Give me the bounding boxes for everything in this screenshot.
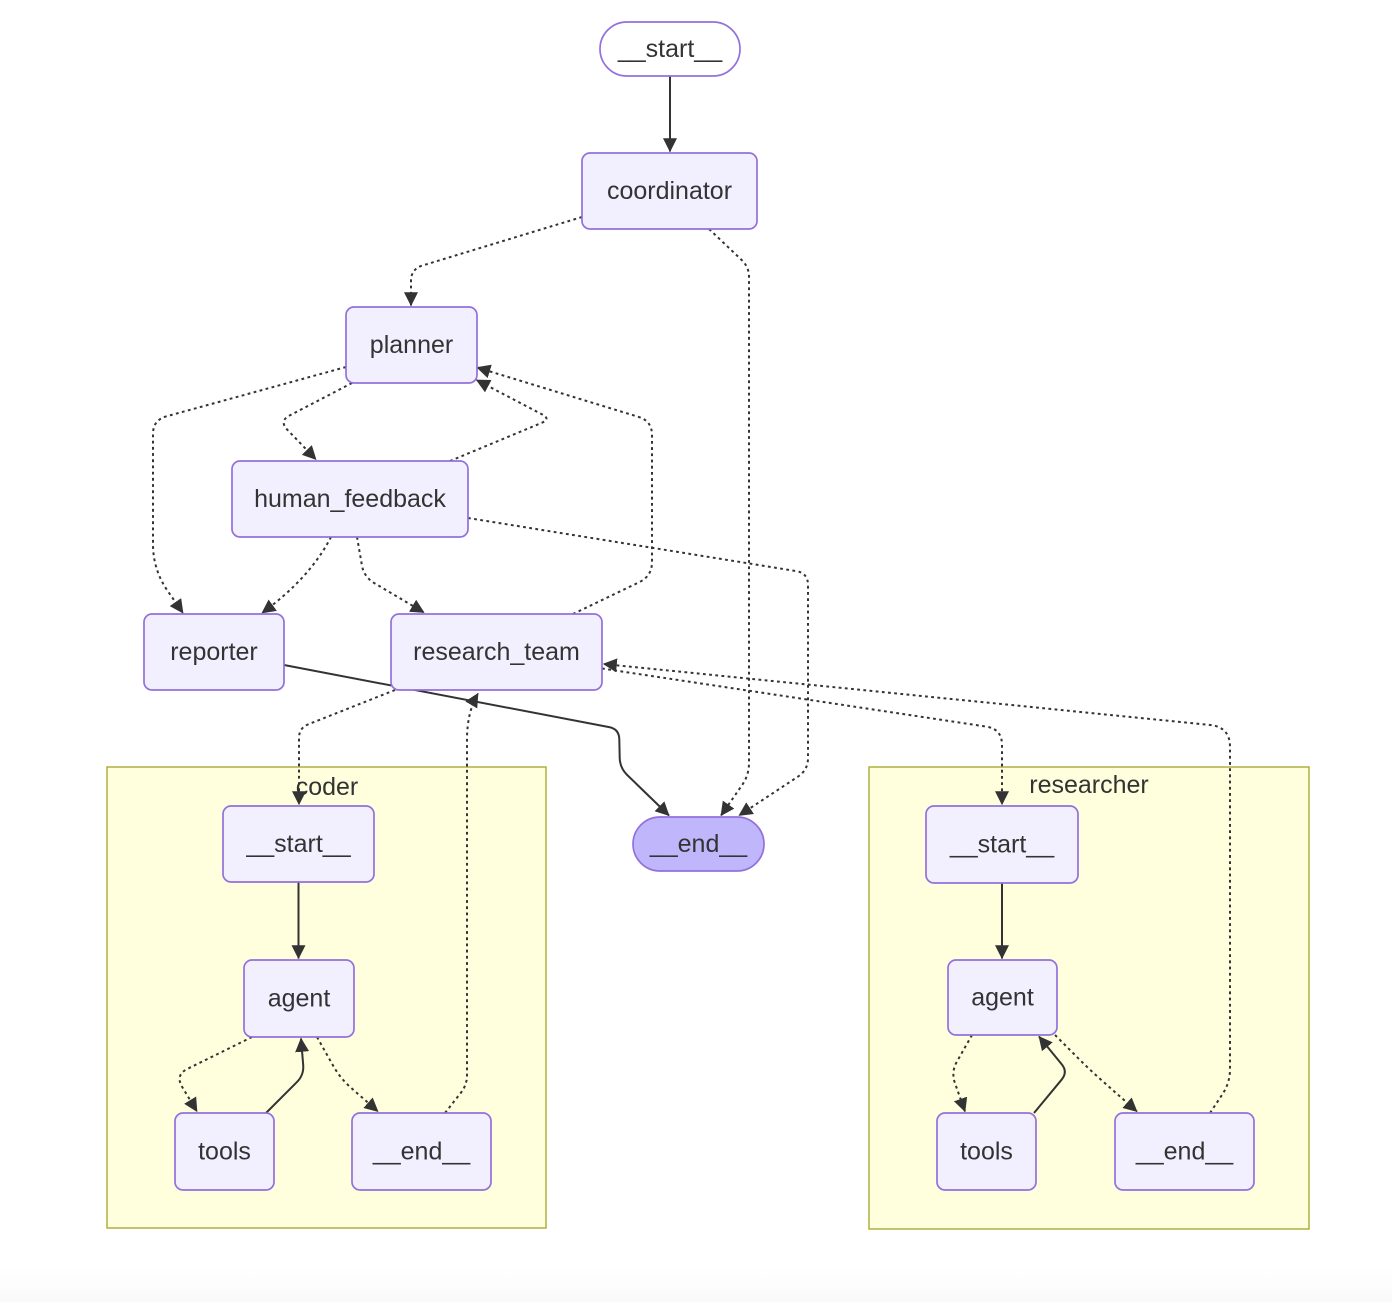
svg-text:tools: tools xyxy=(198,1138,251,1166)
svg-text:tools: tools xyxy=(960,1138,1013,1166)
svg-text:__end__: __end__ xyxy=(649,830,748,858)
svg-text:__start__: __start__ xyxy=(949,831,1055,859)
svg-text:planner: planner xyxy=(370,331,453,359)
svg-text:__start__: __start__ xyxy=(245,830,351,858)
svg-text:__end__: __end__ xyxy=(372,1138,471,1166)
svg-text:coordinator: coordinator xyxy=(607,177,732,205)
svg-text:__end__: __end__ xyxy=(1135,1138,1234,1166)
svg-text:research_team: research_team xyxy=(413,638,580,666)
svg-text:agent: agent xyxy=(971,984,1034,1012)
svg-text:human_feedback: human_feedback xyxy=(254,485,446,513)
svg-text:__start__: __start__ xyxy=(617,35,723,63)
svg-text:researcher: researcher xyxy=(1029,771,1149,799)
svg-text:agent: agent xyxy=(268,985,331,1013)
svg-text:reporter: reporter xyxy=(170,638,258,666)
svg-text:coder: coder xyxy=(296,773,359,801)
